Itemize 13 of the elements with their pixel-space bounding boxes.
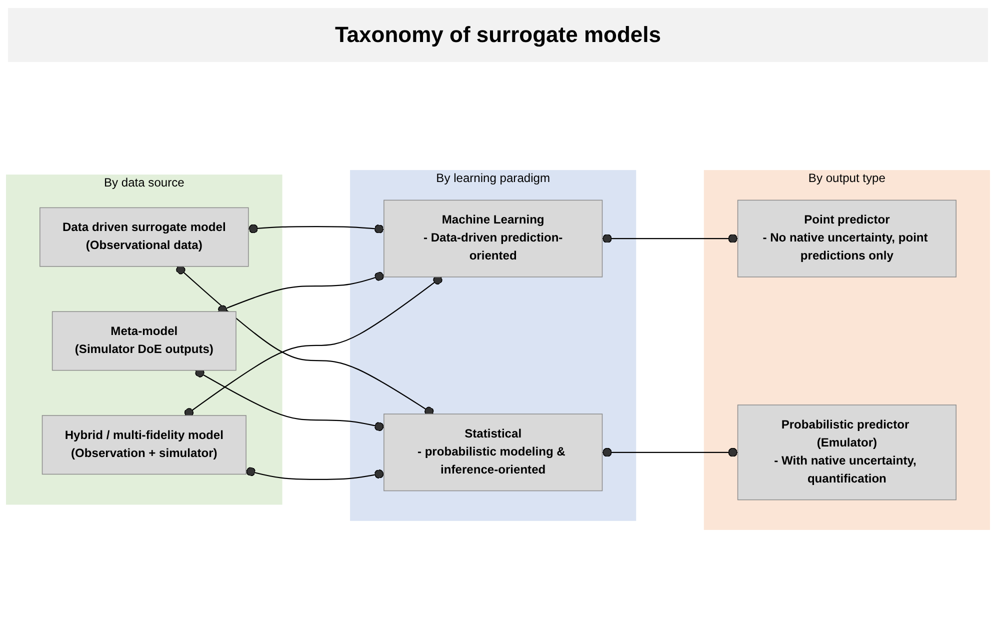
node-box: Point predictor - No native uncertainty, point predictions only — [737, 200, 956, 278]
diagram-title: Taxonomy of surrogate models — [8, 8, 988, 62]
node-box: Data driven surrogate model (Observational data) — [40, 207, 249, 267]
node-box: Hybrid / multi-fidelity model (Observation + simulator) — [42, 415, 246, 475]
connector — [602, 234, 738, 244]
connector — [246, 467, 384, 480]
node-box: Statistical - probabilistic modeling & inference-oriented — [384, 414, 603, 492]
node-box: Probabilistic predictor (Emulator) - With native uncertainty, quantification — [737, 404, 956, 500]
connector — [195, 368, 384, 432]
connector — [602, 448, 738, 457]
node-box: Machine Learning - Data-driven prediction-oriented — [384, 200, 603, 278]
connector — [248, 224, 384, 234]
node-box: Meta-model (Simulator DoE outputs) — [52, 311, 236, 371]
